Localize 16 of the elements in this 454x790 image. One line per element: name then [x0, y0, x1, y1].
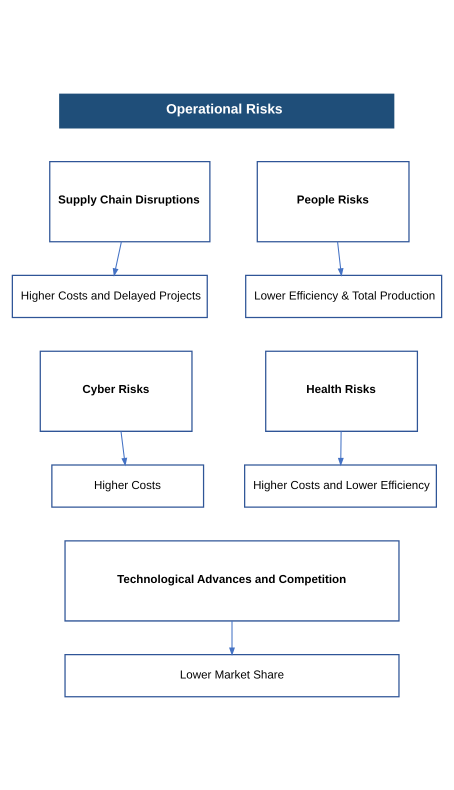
node-box: Technological Advances and Competition [64, 540, 400, 622]
node-box: Higher Costs and Lower Efficiency [244, 464, 437, 508]
arrow [338, 430, 344, 466]
node-box: Higher Costs and Delayed Projects [12, 274, 208, 318]
node-box: Operational Risks [59, 93, 394, 128]
node-box: Lower Market Share [64, 654, 400, 697]
node-box: Higher Costs [51, 464, 204, 508]
node-box: Health Risks [265, 350, 418, 432]
arrow [112, 241, 122, 276]
node-box: Lower Efficiency & Total Production [245, 274, 442, 318]
arrow [229, 620, 235, 656]
arrow [337, 241, 344, 276]
node-box: Supply Chain Disruptions [49, 160, 211, 242]
arrow [120, 430, 128, 466]
node-box: People Risks [256, 160, 410, 242]
node-box: Cyber Risks [40, 350, 193, 432]
